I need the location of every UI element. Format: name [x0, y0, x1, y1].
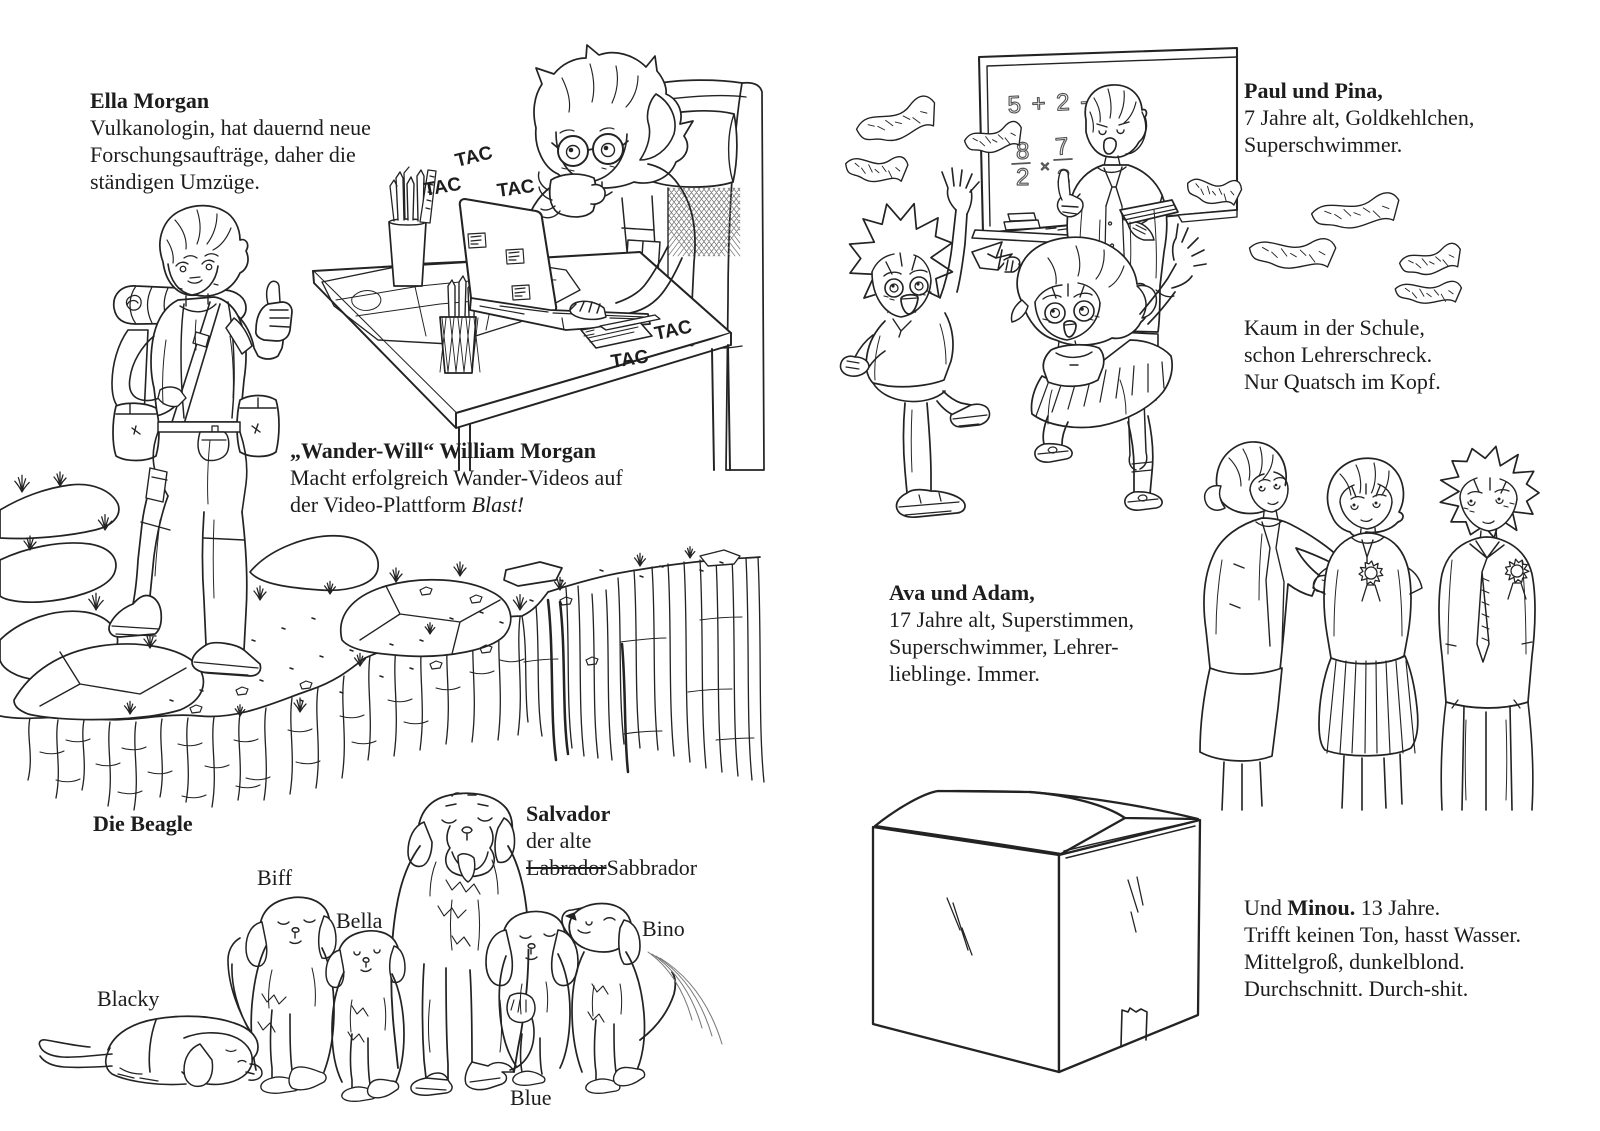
svg-text:×: × [1040, 157, 1050, 176]
svg-text:TAC: TAC [496, 176, 536, 202]
svg-text:7: 7 [1054, 133, 1070, 161]
svg-text:2: 2 [1016, 164, 1029, 191]
svg-text:TAC: TAC [453, 142, 495, 172]
